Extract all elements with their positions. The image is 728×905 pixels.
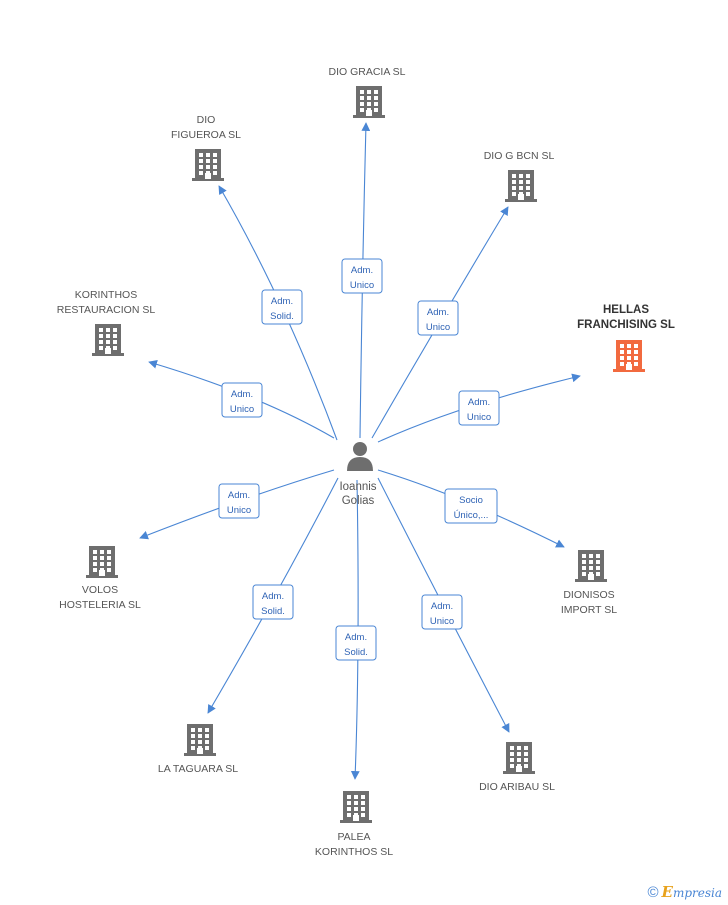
building-icon-dio-g-bcn[interactable] [505, 170, 537, 202]
role-text: Socio [459, 495, 483, 506]
role-text: Adm. [351, 265, 373, 276]
company-label-palea[interactable]: KORINTHOS SL [315, 846, 393, 858]
role-box [458, 390, 500, 426]
role-box [444, 488, 498, 524]
role-box [341, 258, 383, 294]
role-text: Adm. [345, 632, 367, 643]
role-badge-dio-g-bcn[interactable]: Adm. Unico [417, 300, 459, 336]
company-label-dionisos[interactable]: DIONISOS [563, 589, 614, 601]
company-label-dio-figueroa[interactable]: DIO [197, 114, 216, 126]
role-text: Adm. [468, 397, 490, 408]
role-badge-volos[interactable]: Adm. Unico [218, 483, 260, 519]
company-label-dio-g-bcn[interactable]: DIO G BCN SL [484, 150, 555, 162]
building-icon-korinthos[interactable] [92, 324, 124, 356]
role-badge-dio-figueroa[interactable]: Adm. Solid. [261, 289, 303, 325]
brand-logo: Empresia [661, 883, 723, 901]
role-box [218, 483, 260, 519]
building-icon-hellas[interactable] [613, 340, 645, 372]
role-badge-dionisos[interactable]: SocioÚnico,... [444, 488, 498, 524]
building-icon-dionisos[interactable] [575, 550, 607, 582]
building-icon-dio-figueroa[interactable] [192, 149, 224, 181]
role-badge-dio-gracia[interactable]: Adm. Unico [341, 258, 383, 294]
building-icon-dio-gracia[interactable] [353, 86, 385, 118]
company-label-dio-figueroa[interactable]: FIGUEROA SL [171, 129, 241, 141]
role-box [421, 594, 463, 630]
role-text: Adm. [271, 296, 293, 307]
person-name-label[interactable]: Golias [342, 495, 375, 507]
company-label-dio-gracia[interactable]: DIO GRACIA SL [328, 66, 405, 78]
company-label-dio-aribau[interactable]: DIO ARIBAU SL [479, 781, 555, 793]
role-text: Unico [430, 616, 454, 627]
role-box [221, 382, 263, 418]
company-label-palea[interactable]: PALEA [337, 831, 370, 843]
role-text: Solid. [270, 311, 294, 322]
role-badge-korinthos[interactable]: Adm. Unico [221, 382, 263, 418]
role-text: Adm. [231, 389, 253, 400]
building-icon-dio-aribau[interactable] [503, 742, 535, 774]
company-label-hellas[interactable]: HELLAS [603, 304, 649, 316]
footer-brand[interactable]: ©Empresia [647, 883, 722, 901]
role-text: Unico [227, 505, 251, 516]
role-badge-hellas[interactable]: Adm. Unico [458, 390, 500, 426]
role-text: Solid. [261, 606, 285, 617]
role-box [261, 289, 303, 325]
building-icon-la-taguara[interactable] [184, 724, 216, 756]
person-icon[interactable] [347, 442, 373, 471]
role-box [417, 300, 459, 336]
role-text: Unico [230, 404, 254, 415]
role-badge-la-taguara[interactable]: Adm. Solid. [252, 584, 294, 620]
company-label-dionisos[interactable]: IMPORT SL [561, 604, 617, 616]
role-badge-dio-aribau[interactable]: Adm. Unico [421, 594, 463, 630]
role-text: Unico [426, 322, 450, 333]
role-text: Unico [350, 280, 374, 291]
company-label-la-taguara[interactable]: LA TAGUARA SL [158, 763, 238, 775]
role-text: Adm. [262, 591, 284, 602]
company-label-volos[interactable]: VOLOS [82, 584, 118, 596]
company-label-korinthos[interactable]: RESTAURACION SL [57, 304, 156, 316]
copyright-icon: © [647, 884, 659, 901]
company-nodes: DIO GRACIA SL DIO FIGUEROA SL DIO G BCN SL K… [57, 66, 675, 858]
company-label-korinthos[interactable]: KORINTHOS [75, 289, 137, 301]
building-icon-volos[interactable] [86, 546, 118, 578]
role-text: Solid. [344, 647, 368, 658]
role-text: Unico [467, 412, 491, 423]
building-icon-palea[interactable] [340, 791, 372, 823]
role-box [335, 625, 377, 661]
role-text: Adm. [228, 490, 250, 501]
company-label-volos[interactable]: HOSTELERIA SL [59, 599, 141, 611]
role-text: Adm. [431, 601, 453, 612]
company-label-hellas[interactable]: FRANCHISING SL [577, 319, 675, 331]
role-labels: Adm.UnicoAdm.Solid.Adm.UnicoAdm.UnicoAdm… [218, 258, 500, 661]
role-badge-palea[interactable]: Adm. Solid. [335, 625, 377, 661]
role-text: Único,... [454, 510, 489, 521]
role-box [252, 584, 294, 620]
role-text: Adm. [427, 307, 449, 318]
person-name-label[interactable]: Ioannis [339, 481, 376, 493]
